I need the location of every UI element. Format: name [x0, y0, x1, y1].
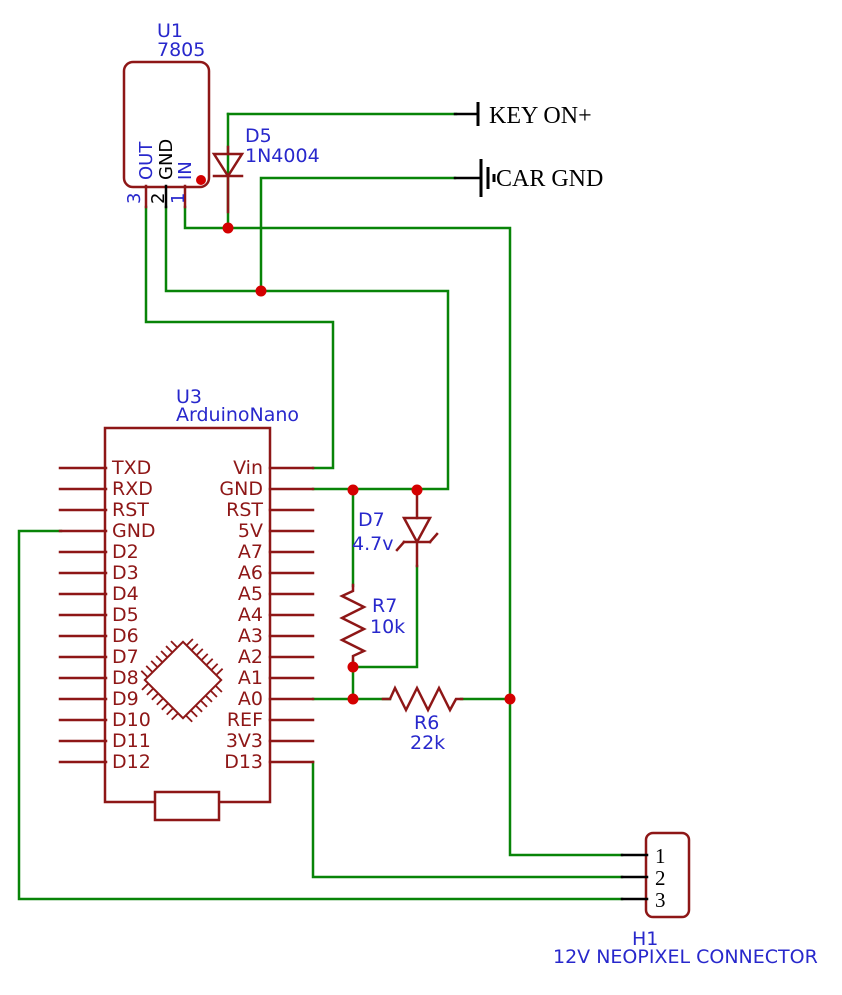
d7-zener-symbol[interactable]: D7 4.7v [352, 488, 439, 568]
key-on-terminal[interactable]: KEY ON+ [453, 102, 592, 129]
h1-pin2-number: 2 [655, 866, 666, 890]
svg-text:D6: D6 [112, 625, 139, 647]
u3-pin-stubs [58, 466, 315, 764]
svg-text:D11: D11 [112, 730, 151, 752]
r6-resistor-symbol[interactable]: R6 22k [381, 685, 464, 754]
svg-text:5V: 5V [238, 520, 263, 542]
u3-ref-label: U3 [176, 386, 202, 408]
r6-ref-label: R6 [414, 712, 439, 734]
u1-pin-out-label: OUT [136, 141, 157, 180]
h1-value-label: 12V NEOPIXEL CONNECTOR [553, 946, 818, 968]
svg-text:A6: A6 [238, 562, 263, 584]
u3-value-label: ArduinoNano [176, 404, 299, 426]
h1-pin1-number: 1 [655, 844, 666, 868]
svg-text:REF: REF [227, 709, 263, 731]
u1-pin-gnd-label: GND [156, 139, 177, 180]
h1-pin3-number: 3 [655, 888, 666, 912]
d5-triangle [211, 152, 245, 179]
svg-text:D13: D13 [224, 751, 263, 773]
svg-text:D12: D12 [112, 751, 151, 773]
r6-zigzag [381, 685, 464, 713]
svg-text:D5: D5 [112, 604, 139, 626]
d5-value-label: 1N4004 [245, 145, 320, 167]
junction-dot [347, 484, 359, 496]
svg-text:TXD: TXD [111, 457, 151, 479]
svg-text:3V3: 3V3 [226, 730, 263, 752]
wire-gnd-u1-to-nano[interactable] [164, 205, 450, 491]
u1-pin1-number: 1 [168, 193, 189, 204]
h1-body [644, 831, 691, 919]
svg-text:GND: GND [112, 520, 156, 542]
junction-dots [222, 222, 516, 705]
u3-usb-icon [153, 790, 221, 822]
svg-text:D8: D8 [112, 667, 139, 689]
r7-resistor-symbol[interactable]: R7 10k [339, 583, 405, 664]
junction-dot [347, 693, 359, 705]
svg-text:D3: D3 [112, 562, 139, 584]
d5-ref-label: D5 [245, 125, 272, 147]
svg-text:A7: A7 [238, 541, 263, 563]
h1-ref-label: H1 [632, 928, 658, 950]
junction-dot [255, 285, 267, 297]
h1-connector-symbol[interactable]: 1 2 3 H1 12V NEOPIXEL CONNECTOR [553, 831, 818, 968]
key-on-label: KEY ON+ [489, 103, 592, 129]
wires [17, 112, 624, 901]
svg-text:RXD: RXD [112, 478, 153, 500]
u1-pin2-number: 2 [148, 193, 169, 204]
wire-car-gnd-branch[interactable] [259, 176, 457, 293]
svg-text:A2: A2 [238, 646, 263, 668]
u3-right-pin-labels: Vin GND RST 5V A7 A6 A5 A4 A3 A2 A1 A0 R… [219, 457, 263, 773]
u1-pin-in-label: IN [175, 161, 196, 180]
d7-zener-wing-right [428, 532, 439, 544]
d7-ref-label: D7 [358, 509, 385, 531]
junction-dot [222, 222, 234, 234]
r7-value-label: 10k [370, 616, 405, 638]
d7-zener-wing-left [395, 540, 406, 552]
wire-out-to-vin[interactable] [144, 205, 335, 470]
r7-ref-label: R7 [372, 595, 397, 617]
r6-value-label: 22k [410, 732, 445, 754]
svg-text:GND: GND [219, 478, 263, 500]
svg-text:A4: A4 [238, 604, 263, 626]
car-gnd-label: CAR GND [496, 166, 603, 192]
svg-text:A3: A3 [238, 625, 263, 647]
svg-text:Vin: Vin [233, 457, 263, 479]
d7-value-label: 4.7v [352, 533, 393, 555]
r7-zigzag [339, 583, 367, 664]
junction-dot [347, 661, 359, 673]
u1-pin3-number: 3 [124, 193, 145, 204]
svg-text:A1: A1 [238, 667, 263, 689]
svg-text:D2: D2 [112, 541, 139, 563]
svg-text:A0: A0 [238, 688, 263, 710]
d7-triangle [401, 516, 433, 545]
u3-arduino-symbol[interactable]: U3 ArduinoNano TXD RXD RST G [58, 386, 315, 822]
junction-dot [411, 484, 423, 496]
u1-pin1-marker [196, 175, 206, 185]
svg-text:D7: D7 [112, 646, 139, 668]
u1-value-label: 7805 [157, 39, 205, 61]
junction-dot [504, 693, 516, 705]
svg-text:D4: D4 [112, 583, 139, 605]
u3-left-pin-labels: TXD RXD RST GND D2 D3 D4 D5 D6 D7 D8 D9 … [111, 457, 156, 773]
svg-text:D10: D10 [112, 709, 151, 731]
d5-diode-symbol[interactable]: D5 1N4004 [211, 125, 320, 214]
u1-regulator-symbol[interactable]: U1 7805 OUT GND IN 3 2 1 [122, 20, 211, 209]
wire-d13-run[interactable] [311, 760, 624, 879]
svg-text:D9: D9 [112, 688, 139, 710]
car-gnd-terminal[interactable]: CAR GND [453, 159, 603, 197]
svg-text:A5: A5 [238, 583, 263, 605]
wire-d7-bottom[interactable] [351, 564, 419, 669]
u1-ref-label: U1 [157, 20, 183, 42]
u3-chip-icon [140, 638, 224, 723]
wire-12v-in-run[interactable] [183, 205, 624, 857]
svg-text:RST: RST [112, 499, 149, 521]
wire-left-gnd-run[interactable] [17, 529, 624, 901]
svg-text:RST: RST [226, 499, 263, 521]
